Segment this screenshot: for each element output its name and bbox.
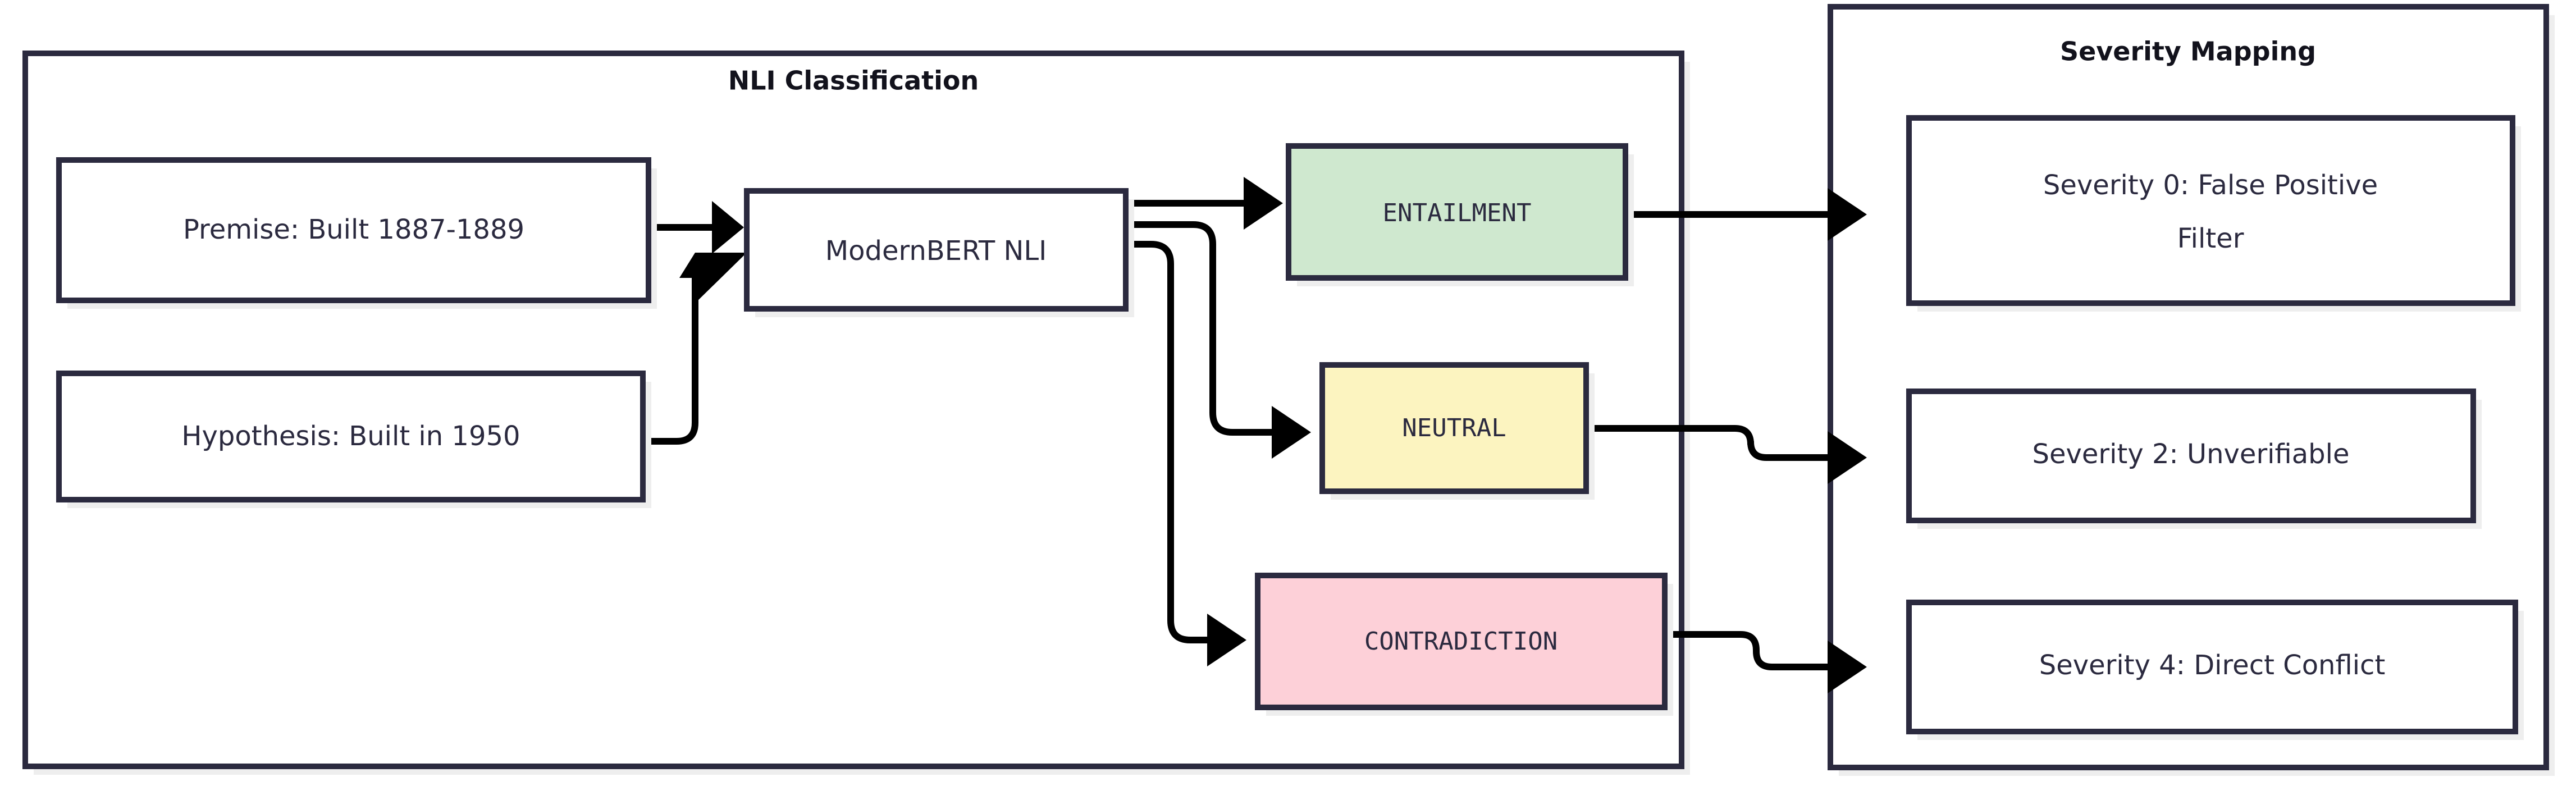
node-modernbert-nli[interactable]: ModernBERT NLI (744, 188, 1134, 317)
edge-contradiction-to-severity4 (1673, 631, 1867, 693)
node-hypothesis-box[interactable] (56, 371, 646, 502)
node-contradiction[interactable]: CONTRADICTION (1255, 573, 1673, 716)
edge-model-to-entailment-arrowhead (1244, 177, 1283, 230)
edge-premise-to-model (648, 201, 744, 254)
edge-neutral-to-severity2-arrowhead (1828, 431, 1867, 484)
node-contradiction-box[interactable] (1255, 573, 1668, 710)
node-premise[interactable]: Premise: Built 1887-1889 (56, 157, 657, 309)
node-neutral[interactable]: NEUTRAL (1319, 362, 1595, 500)
edge-model-to-neutral (1126, 221, 1311, 459)
node-modernbert-label: ModernBERT NLI (825, 235, 1047, 267)
edge-neutral-to-severity2-line (1578, 425, 1828, 461)
edge-premise-to-model-arrowhead (712, 201, 744, 254)
node-entailment-box[interactable] (1286, 143, 1628, 281)
cluster-severity-title: Severity Mapping (2060, 36, 2316, 67)
node-severity0-label-line1: Severity 0: False Positive (2043, 170, 2378, 201)
node-severity0-label-line2: Filter (2177, 223, 2244, 254)
edge-neutral-to-severity2 (1578, 425, 1867, 484)
node-neutral-box[interactable] (1319, 362, 1589, 494)
node-hypothesis-label: Hypothesis: Built in 1950 (181, 421, 520, 452)
node-premise-label: Premise: Built 1887-1889 (183, 214, 524, 245)
edge-model-to-contradiction-line (1126, 241, 1207, 643)
node-severity-2[interactable]: Severity 2: Unverifiable (1906, 389, 2482, 529)
edge-hypothesis-to-model-line (643, 278, 698, 445)
node-premise-box[interactable] (56, 157, 651, 303)
edge-model-to-contradiction (1126, 241, 1246, 666)
node-severity4-label: Severity 4: Direct Conflict (2039, 650, 2386, 681)
edge-model-to-contradiction-arrowhead (1207, 614, 1246, 666)
edge-model-to-neutral-line (1126, 221, 1272, 436)
edge-model-to-neutral-arrowhead (1272, 406, 1311, 459)
node-hypothesis[interactable]: Hypothesis: Built in 1950 (56, 371, 651, 508)
edge-entailment-to-severity0 (1617, 188, 1867, 241)
node-severity-0[interactable]: Severity 0: False Positive Filter (1906, 115, 2521, 312)
node-modernbert-box[interactable] (744, 188, 1129, 312)
node-severity0-box[interactable] (1906, 115, 2515, 306)
edge-entailment-to-severity0-arrowhead (1828, 188, 1867, 241)
edge-hypothesis-to-model-head2 (695, 253, 747, 303)
edge-contradiction-to-severity4-arrowhead (1828, 641, 1867, 693)
node-entailment-label: ENTAILMENT (1383, 199, 1532, 227)
edge-layer (643, 177, 1867, 693)
node-severity2-box[interactable] (1906, 389, 2476, 523)
edge-contradiction-to-severity4-line (1673, 631, 1828, 670)
edge-model-to-entailment (1126, 177, 1283, 230)
node-severity-4[interactable]: Severity 4: Direct Conflict (1906, 600, 2524, 740)
edge-hypothesis-to-model (643, 253, 747, 445)
node-contradiction-label: CONTRADICTION (1364, 627, 1558, 656)
node-severity2-label: Severity 2: Unverifiable (2032, 438, 2349, 470)
node-neutral-label: NEUTRAL (1402, 414, 1506, 442)
cluster-nli-title: NLI Classification (728, 66, 979, 96)
node-severity4-box[interactable] (1906, 600, 2518, 734)
node-entailment[interactable]: ENTAILMENT (1286, 143, 1634, 286)
